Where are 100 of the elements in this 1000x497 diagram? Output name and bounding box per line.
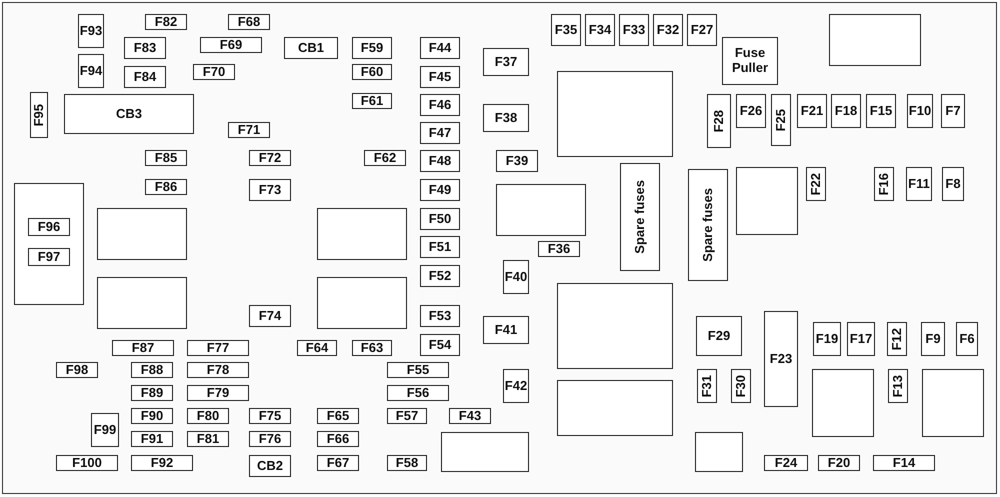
fuse-slot: F18 xyxy=(831,94,861,128)
fuse-slot: F81 xyxy=(187,431,229,447)
fuse-slot: F15 xyxy=(866,94,896,128)
fuse-slot: F37 xyxy=(483,48,529,76)
fuse-slot: F43 xyxy=(449,408,491,424)
fuse-slot: F65 xyxy=(317,408,359,424)
fuse-slot: F85 xyxy=(145,150,187,166)
fuse-slot: F83 xyxy=(124,37,166,59)
fuse-slot: F13 xyxy=(888,369,908,403)
fuse-slot: F52 xyxy=(420,265,460,287)
fuse-slot: F84 xyxy=(124,66,166,88)
fuse-slot: F49 xyxy=(420,179,460,201)
empty-slot xyxy=(922,369,984,437)
fuse-slot: F91 xyxy=(131,431,173,447)
fuse-slot: F6 xyxy=(956,322,978,356)
fuse-slot: F12 xyxy=(887,322,907,356)
fuse-slot: F23 xyxy=(764,311,798,407)
fuse-slot: F34 xyxy=(585,14,615,46)
fuse-slot: F79 xyxy=(187,385,249,401)
fuse-slot: F11 xyxy=(906,167,932,201)
empty-slot xyxy=(736,167,798,235)
fuse-slot: F92 xyxy=(131,455,193,471)
fuse-slot: F27 xyxy=(687,14,717,46)
empty-slot xyxy=(829,14,921,66)
fuse-slot: F35 xyxy=(551,14,581,46)
relay-panel xyxy=(14,183,84,305)
fuse-slot: F72 xyxy=(249,150,291,166)
fuse-slot: F51 xyxy=(420,236,460,258)
fuse-slot: Spare fuses xyxy=(688,169,728,281)
empty-slot xyxy=(97,277,187,329)
fuse-slot: F45 xyxy=(420,66,460,88)
fuse-slot: F29 xyxy=(696,316,742,356)
fuse-slot: F71 xyxy=(228,122,270,138)
fuse-slot: F82 xyxy=(145,14,187,30)
fuse-slot: F55 xyxy=(387,362,449,378)
fuse-slot: F57 xyxy=(387,408,427,424)
fuse-slot: F39 xyxy=(496,150,538,172)
empty-slot xyxy=(496,184,586,236)
fuse-slot: F22 xyxy=(806,167,826,201)
fuse-slot: F38 xyxy=(483,104,529,132)
empty-slot xyxy=(441,432,529,472)
fuse-slot: F30 xyxy=(731,369,751,403)
fuse-slot: F40 xyxy=(503,260,529,294)
fuse-slot: F41 xyxy=(483,316,529,344)
fuse-slot: F7 xyxy=(941,94,965,128)
fuse-slot: F69 xyxy=(200,37,262,53)
fuse-slot: F17 xyxy=(847,322,875,356)
empty-slot xyxy=(317,208,407,260)
fuse-slot: F26 xyxy=(736,94,766,128)
fuse-slot: F32 xyxy=(653,14,683,46)
fuse-slot: F78 xyxy=(187,362,249,378)
empty-slot xyxy=(557,71,673,157)
fuse-slot: F86 xyxy=(145,179,187,195)
fuse-slot: F31 xyxy=(697,369,717,403)
fuse-slot: F99 xyxy=(91,413,119,447)
fuse-slot: F25 xyxy=(771,94,791,146)
empty-slot xyxy=(557,283,673,369)
fuse-slot: F61 xyxy=(352,93,392,109)
fuse-slot: F33 xyxy=(619,14,649,46)
fuse-slot: F58 xyxy=(387,455,427,471)
fuse-slot: F50 xyxy=(420,208,460,230)
fuse-slot: F24 xyxy=(764,455,808,471)
fuse-slot: F59 xyxy=(352,37,392,59)
fuse-slot: CB2 xyxy=(249,455,291,477)
fuse-slot: F56 xyxy=(387,385,449,401)
fuse-slot: Spare fuses xyxy=(620,163,660,271)
fuse-slot: F67 xyxy=(317,455,359,471)
fuse-slot: F20 xyxy=(818,455,860,471)
fuse-slot: F97 xyxy=(28,248,70,266)
fuse-slot: F88 xyxy=(131,362,173,378)
fuse-slot: F100 xyxy=(56,455,118,471)
fuse-slot: F80 xyxy=(187,408,229,424)
fuse-slot: F46 xyxy=(420,94,460,116)
fuse-slot: F21 xyxy=(797,94,827,128)
fuse-slot: F16 xyxy=(874,167,894,201)
fuse-slot: F68 xyxy=(228,14,270,30)
fuse-slot: F42 xyxy=(503,369,529,403)
fuse-slot: F36 xyxy=(538,241,580,257)
fuse-slot: F95 xyxy=(30,92,48,138)
fuse-slot: F66 xyxy=(317,431,359,447)
fuse-slot: F10 xyxy=(907,94,933,128)
fuse-slot: F19 xyxy=(813,322,841,356)
fuse-slot: F9 xyxy=(921,322,945,356)
empty-slot xyxy=(317,277,407,329)
fuse-slot: F47 xyxy=(420,122,460,144)
empty-slot xyxy=(97,208,187,260)
fuse-slot: F64 xyxy=(297,340,337,356)
fuse-slot: F70 xyxy=(193,64,235,80)
empty-slot xyxy=(695,432,743,472)
fuse-slot: F54 xyxy=(420,334,460,356)
fuse-slot: F74 xyxy=(249,305,291,327)
empty-slot xyxy=(557,380,673,436)
fuse-slot: F94 xyxy=(78,54,104,88)
fuse-slot: F77 xyxy=(187,340,249,356)
fuse-slot: F98 xyxy=(56,362,98,378)
fuse-slot: F44 xyxy=(420,37,460,59)
fuse-slot: F89 xyxy=(131,385,173,401)
fuse-slot: F48 xyxy=(420,150,460,172)
fuse-slot: F62 xyxy=(364,150,406,166)
fuse-slot: F8 xyxy=(942,167,964,201)
